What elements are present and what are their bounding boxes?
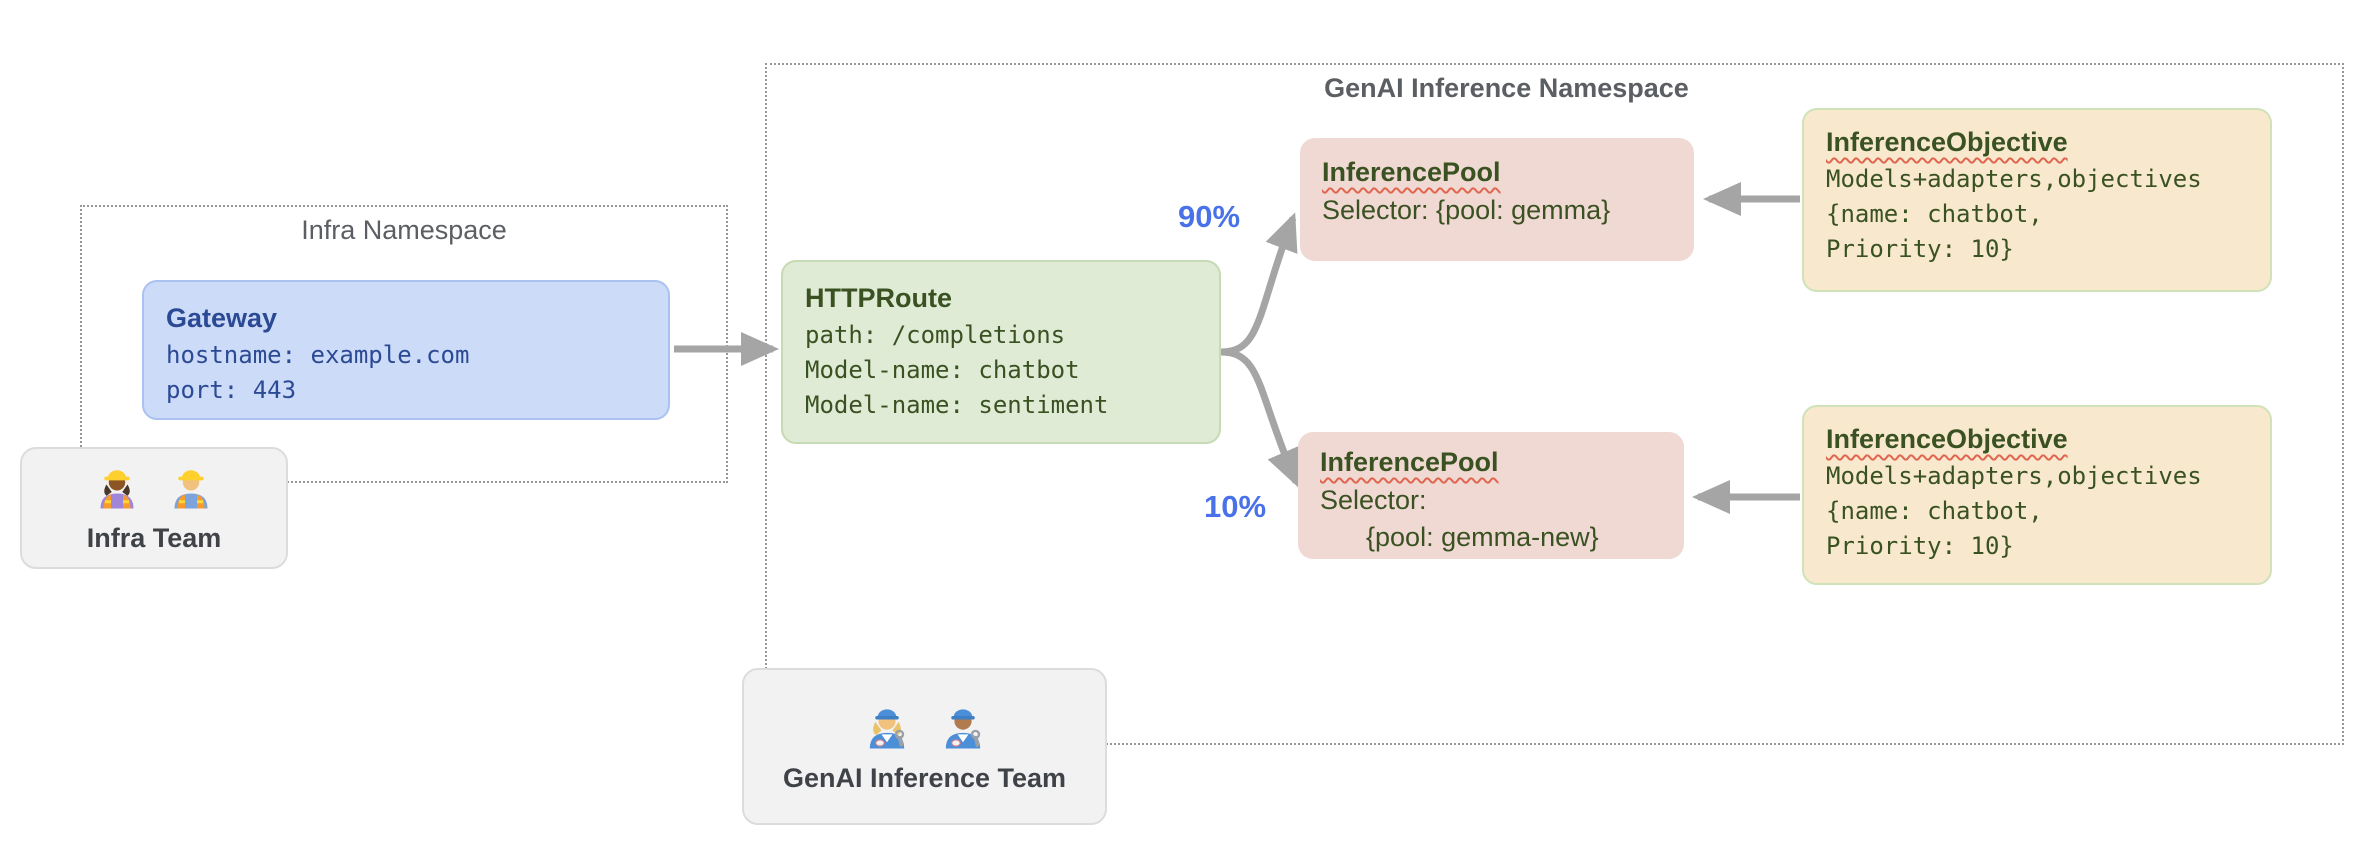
- inference-objective-1-title: InferenceObjective: [1826, 127, 2068, 157]
- construction-worker-woman-dark-icon: [93, 462, 141, 515]
- inference-objective-2-title: InferenceObjective: [1826, 424, 2068, 454]
- inference-objective-1-node: InferenceObjective Models+adapters,objec…: [1802, 108, 2272, 292]
- genai-inference-namespace-title: GenAI Inference Namespace: [1324, 73, 1689, 103]
- gateway-node: Gateway hostname: example.com port: 443: [142, 280, 670, 420]
- gateway-title: Gateway: [166, 303, 278, 333]
- gateway-port: port: 443: [166, 376, 297, 404]
- gateway-hostname: hostname: example.com: [166, 341, 470, 369]
- inference-objective-2-line-models: Models+adapters,objectives: [1826, 462, 2202, 490]
- inference-pool-2-selector-value: {pool: gemma-new}: [1366, 522, 1599, 552]
- inference-objective-2-node: InferenceObjective Models+adapters,objec…: [1802, 405, 2272, 585]
- genai-inference-team-label: GenAI Inference Team: [782, 762, 1067, 793]
- genai-inference-namespace-box: GenAI Inference Namespace: [765, 63, 2344, 745]
- httproute-path: path: /completions: [805, 321, 1066, 349]
- inference-objective-1-line-models: Models+adapters,objectives: [1826, 165, 2202, 193]
- inference-pool-2-title: InferencePool: [1320, 447, 1499, 477]
- inference-pool-gemma-node: InferencePool Selector: {pool: gemma}: [1300, 138, 1694, 261]
- arrow-httproute-to-pool1: [1220, 212, 1298, 356]
- infra-namespace-box: Infra Namespace: [80, 205, 728, 483]
- infra-namespace-title: Infra Namespace: [301, 215, 507, 245]
- inference-objective-2-line-name: {name: chatbot,: [1826, 497, 2043, 525]
- traffic-split-10-label: 10%: [1204, 489, 1267, 524]
- inference-pool-2-selector: Selector:: [1320, 485, 1427, 515]
- arrow-httproute-to-pool2: [1220, 348, 1300, 488]
- genai-inference-team-card: GenAI Inference Team: [742, 668, 1107, 825]
- infra-team-label: Infra Team: [86, 523, 222, 553]
- construction-worker-man-light-icon: [167, 462, 215, 515]
- inference-objective-1-line-name: {name: chatbot,: [1826, 200, 2043, 228]
- infra-team-card: Infra Team: [20, 447, 288, 569]
- mechanic-woman-light-icon: [862, 700, 912, 755]
- inference-objective-1-line-priority: Priority: 10}: [1826, 235, 2014, 263]
- httproute-node: HTTPRoute path: /completions Model-name:…: [781, 260, 1221, 444]
- httproute-model-sentiment: Model-name: sentiment: [805, 391, 1109, 419]
- mechanic-man-medium-icon: [938, 700, 988, 755]
- inference-objective-2-line-priority: Priority: 10}: [1826, 532, 2014, 560]
- httproute-model-chatbot: Model-name: chatbot: [805, 356, 1080, 384]
- inference-pool-1-title: InferencePool: [1322, 157, 1501, 187]
- httproute-title: HTTPRoute: [805, 283, 952, 313]
- inference-pool-gemma-new-node: InferencePool Selector: {pool: gemma-new…: [1298, 432, 1684, 559]
- inference-pool-1-selector: Selector: {pool: gemma}: [1322, 195, 1611, 225]
- traffic-split-90-label: 90%: [1178, 199, 1241, 234]
